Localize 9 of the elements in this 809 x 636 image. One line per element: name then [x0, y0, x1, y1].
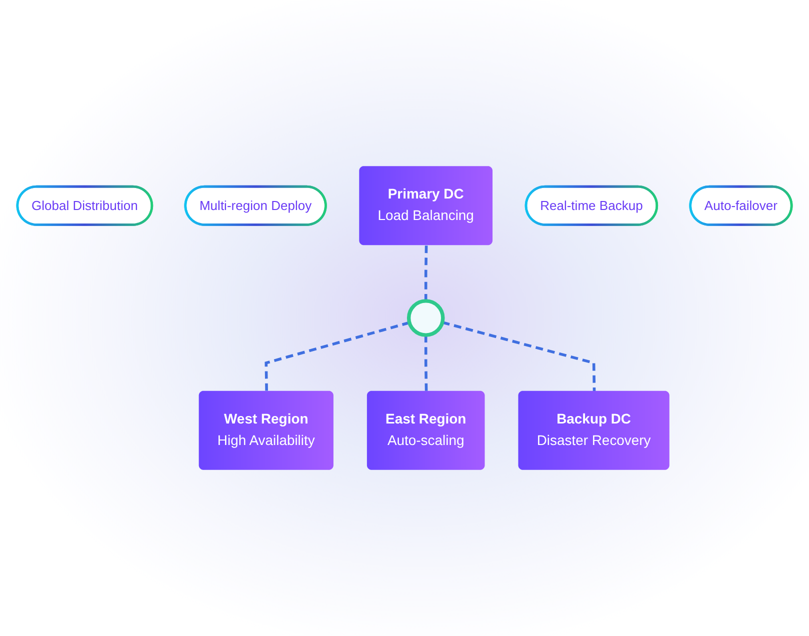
connector: [424, 335, 428, 392]
node-box: Primary DC Load Balancing: [359, 166, 493, 246]
connector: [442, 321, 596, 392]
node-box: East Region Auto-scaling: [366, 390, 485, 470]
node-box: Backup DC Disaster Recovery: [518, 390, 670, 470]
node-box: West Region High Availability: [198, 390, 334, 470]
node-circle: [406, 299, 445, 337]
connector: [264, 321, 410, 392]
connector: [424, 246, 428, 301]
